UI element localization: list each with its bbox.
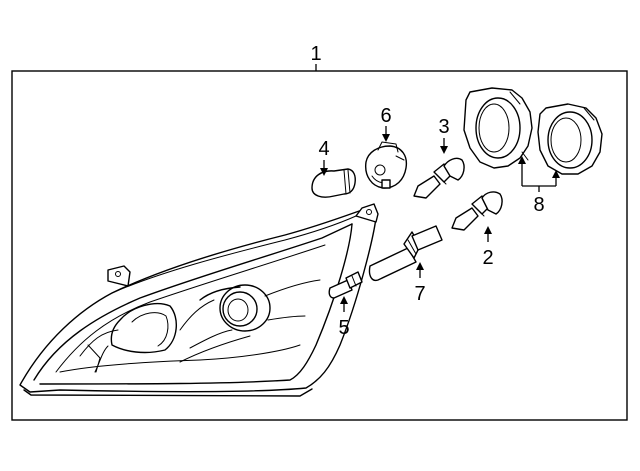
low-beam-bulb[interactable]: [413, 157, 465, 199]
callout-3-label: 3: [438, 116, 449, 138]
callout-2-label: 2: [482, 247, 493, 269]
callout-6-label: 6: [380, 105, 391, 127]
headlamp-assembly[interactable]: [19, 203, 379, 397]
high-beam-bulb[interactable]: [451, 191, 503, 231]
diagram-frame: [11, 70, 628, 421]
callout-3[interactable]: 3: [438, 116, 450, 154]
bulb-cover-right[interactable]: [537, 103, 603, 175]
callout-4-label: 4: [318, 138, 329, 160]
callout-7[interactable]: 7: [414, 262, 426, 305]
callout-4[interactable]: 4: [318, 138, 330, 176]
callout-7-label: 7: [414, 283, 425, 305]
callout-5[interactable]: 5: [338, 296, 350, 339]
bulb-socket[interactable]: [365, 141, 408, 189]
bulb-cover-left[interactable]: [463, 87, 533, 169]
callout-1-label: 1: [310, 43, 321, 65]
side-marker-bulb[interactable]: [368, 225, 443, 282]
callout-1[interactable]: 1: [310, 43, 322, 71]
park-lamp-bulb[interactable]: [328, 271, 363, 299]
callout-8[interactable]: 8: [518, 156, 560, 216]
callout-2[interactable]: 2: [482, 226, 494, 269]
callout-8-label: 8: [533, 194, 544, 216]
callout-6[interactable]: 6: [380, 105, 392, 142]
callout-5-label: 5: [338, 317, 349, 339]
turn-signal-bulb[interactable]: [311, 168, 356, 198]
